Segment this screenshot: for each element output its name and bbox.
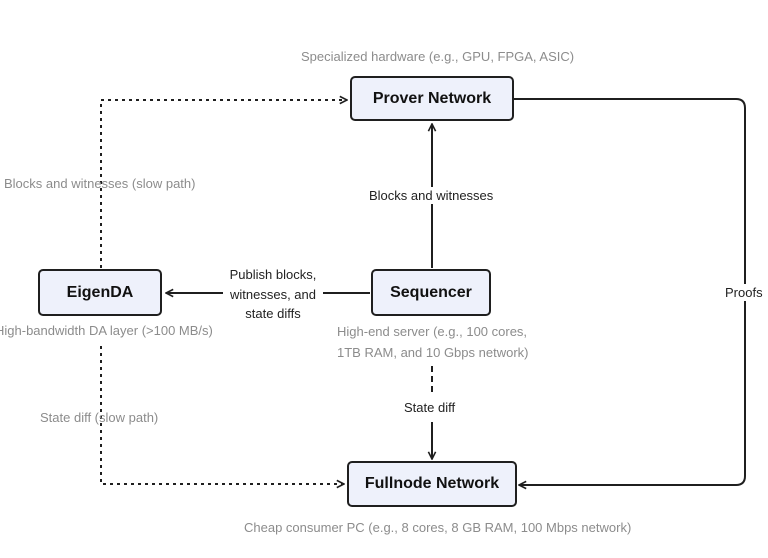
edge-label-blocks-witnesses: Blocks and witnesses (366, 187, 497, 204)
edge-prover-to-fullnode-proofs (514, 98, 746, 485)
eigenda-description: High-bandwidth DA layer (>100 MB/s) (0, 323, 213, 338)
edge-label-state-diff-slow: State diff (slow path) (40, 410, 159, 425)
edge-label-proofs: Proofs (723, 284, 765, 301)
fullnode-network-node: Fullnode Network (347, 461, 517, 507)
edge-label-publish-line3: state diffs (223, 305, 323, 322)
sequencer-hardware-note-line1: High-end server (e.g., 100 cores, (337, 324, 528, 339)
edge-label-blocks-witnesses-slow: Blocks and witnesses (slow path) (4, 176, 196, 191)
prover-network-node: Prover Network (350, 76, 514, 121)
edge-label-state-diff: State diff (401, 399, 459, 416)
eigenda-node: EigenDA (38, 269, 162, 316)
sequencer-hardware-note-line2: 1TB RAM, and 10 Gbps network) (337, 345, 529, 360)
edge-eigenda-to-prover-slow (100, 100, 347, 268)
edge-label-publish-line2: witnesses, and (223, 286, 323, 303)
sequencer-node: Sequencer (371, 269, 491, 316)
edge-label-publish-line1: Publish blocks, (223, 266, 323, 283)
prover-hardware-note: Specialized hardware (e.g., GPU, FPGA, A… (301, 49, 575, 64)
fullnode-hardware-note: Cheap consumer PC (e.g., 8 cores, 8 GB R… (244, 520, 632, 535)
